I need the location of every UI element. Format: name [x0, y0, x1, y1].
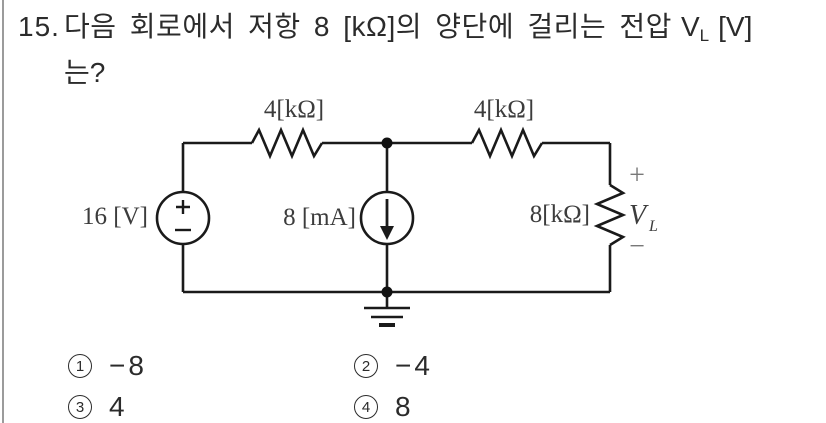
resistor-load-zigzag	[593, 183, 627, 247]
plus-sign: +	[629, 160, 645, 191]
resistor-load-label: 8[kΩ]	[530, 201, 590, 228]
answer-option-4[interactable]: 4 8	[354, 391, 414, 423]
vl-base: V	[680, 11, 700, 42]
question-vl-symbol: VL	[680, 11, 710, 45]
resistor-top-right-zigzag	[470, 126, 544, 160]
question-block: 15. 다음 회로에서 저항 8 [kΩ]의 양단에 걸리는 전압 VL [V] 는…	[18, 8, 818, 91]
load-voltage-subscript: L	[648, 218, 658, 235]
voltage-source-label: 16 [V]	[82, 203, 148, 230]
option-1-value: −8	[109, 350, 147, 381]
circuit-diagram: 16 [V] 8 [mA] 4[kΩ] 4[kΩ] 8[kΩ] + − V L	[82, 96, 658, 327]
ground-icon	[364, 306, 410, 327]
junction-dot-top	[381, 137, 393, 149]
answer-option-3[interactable]: 3 4	[68, 391, 128, 423]
option-4-value: 8	[395, 391, 414, 422]
option-2-circled-number: 2	[354, 354, 378, 378]
voltage-source-icon	[155, 190, 211, 246]
current-source-icon	[359, 190, 415, 246]
question-unit: [V]	[718, 11, 753, 42]
option-4-circled-number: 4	[354, 395, 378, 419]
resistor-top-right-label: 4[kΩ]	[474, 96, 534, 123]
option-2-value: −4	[395, 350, 433, 381]
answer-option-2[interactable]: 2 −4	[354, 350, 433, 382]
junction-dot-bottom	[381, 286, 393, 298]
resistor-top-left-label: 4[kΩ]	[264, 96, 324, 123]
answer-option-1[interactable]: 1 −8	[68, 350, 147, 382]
option-3-circled-number: 3	[68, 395, 92, 419]
load-voltage-symbol: V	[629, 200, 649, 231]
vl-subscript: L	[699, 26, 710, 45]
resistor-top-left-zigzag	[250, 126, 324, 160]
question-number: 15.	[18, 11, 60, 42]
question-line2: 는?	[64, 57, 106, 88]
question-line1: 다음 회로에서 저항 8 [kΩ]의 양단에 걸리는 전압 VL [V]	[64, 8, 818, 54]
circuit-wires	[181, 126, 627, 307]
option-1-circled-number: 1	[68, 354, 92, 378]
question-line1-text: 다음 회로에서 저항 8 [kΩ]의 양단에 걸리는 전압	[64, 11, 672, 42]
question-text: 다음 회로에서 저항 8 [kΩ]의 양단에 걸리는 전압 VL [V] 는?	[64, 8, 818, 91]
current-source-label: 8 [mA]	[283, 204, 356, 231]
minus-sign: −	[629, 231, 645, 262]
page-left-border	[2, 0, 4, 423]
option-3-value: 4	[109, 391, 128, 422]
